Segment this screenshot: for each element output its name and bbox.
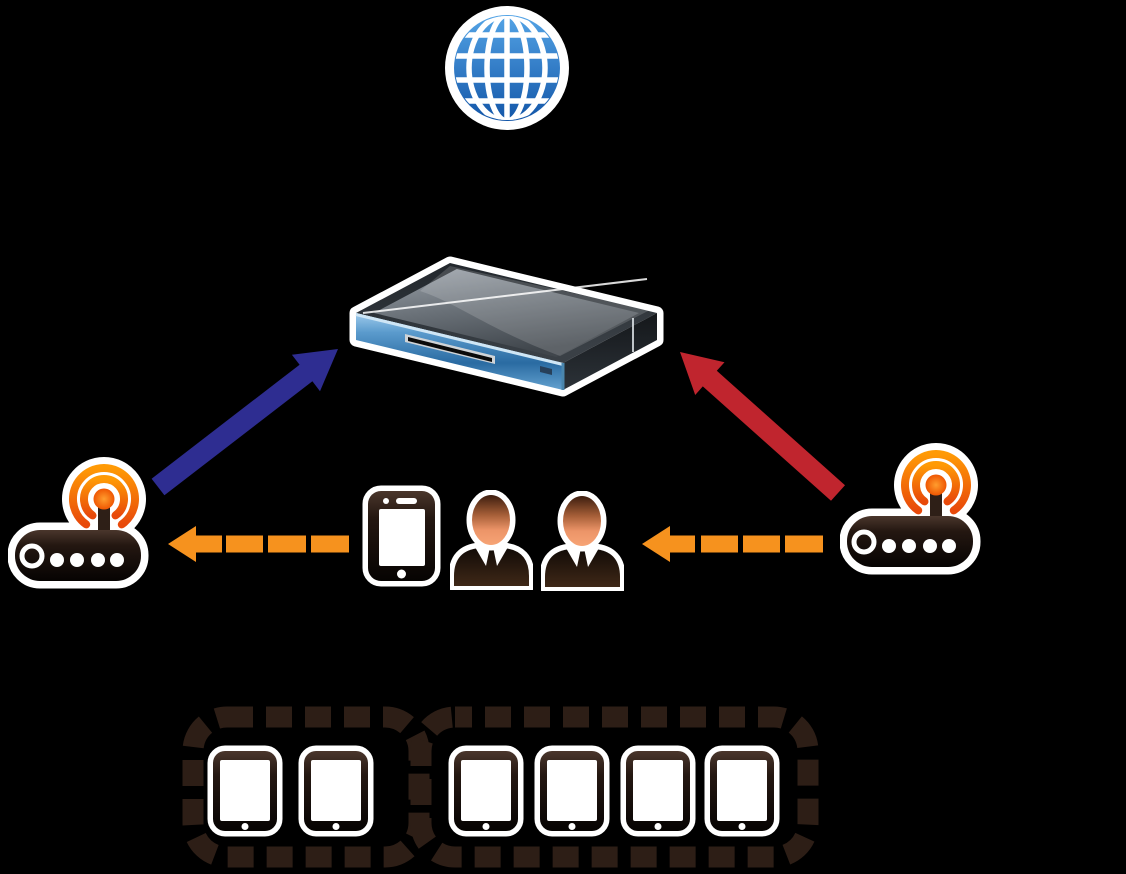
wireless-router-icon (840, 442, 982, 581)
smartphone-icon (362, 485, 441, 587)
tablet-icon (534, 745, 610, 837)
tablet-group-borders (182, 706, 819, 868)
globe-icon (445, 6, 569, 130)
wireless-router-icon (8, 456, 150, 595)
tablet-icon (298, 745, 374, 837)
tablet-icon (448, 745, 524, 837)
arrow-flow-right (642, 526, 823, 562)
arrow-uplink-left (151, 349, 338, 496)
tablet-group-right-border (410, 706, 819, 868)
server-icon (349, 256, 664, 397)
tablet-icon (704, 745, 780, 837)
arrow-flow-left (168, 526, 349, 562)
tablet-icon (620, 745, 696, 837)
arrow-uplink-right (680, 352, 845, 501)
person-icon (541, 491, 624, 591)
person-icon (450, 490, 533, 590)
tablet-icon (207, 745, 283, 837)
